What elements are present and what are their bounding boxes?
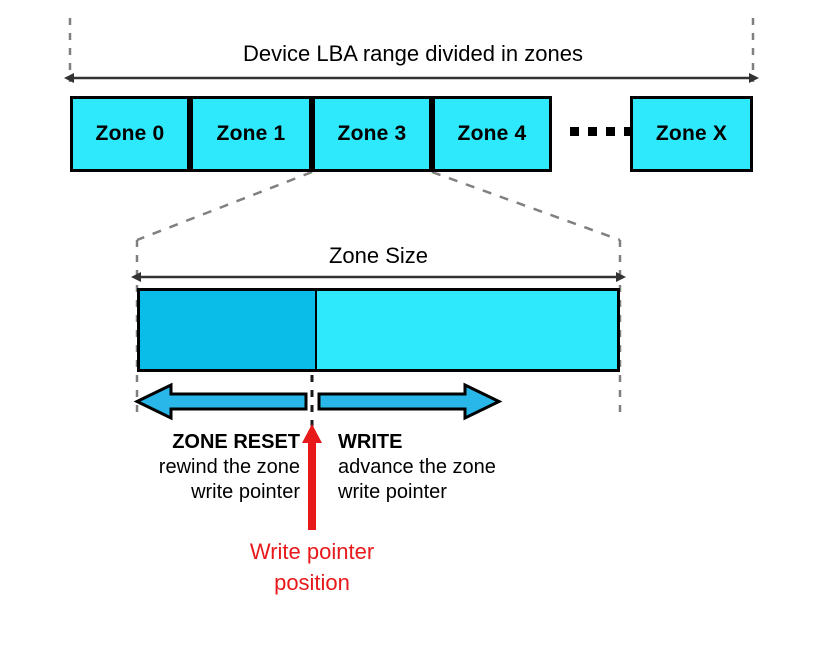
zone-reset-line-1: rewind the zone	[158, 456, 300, 478]
zone-box-label: Zone X	[655, 122, 728, 145]
zone-box-1[interactable]: Zone 1	[190, 96, 312, 172]
zone-box-0[interactable]: Zone 0	[70, 96, 190, 172]
ellipsis-dot	[624, 127, 633, 136]
zone-ellipsis-icon	[570, 127, 633, 136]
zone-reset-heading: ZONE RESET	[172, 431, 300, 453]
write-pointer-label-line-1: Write pointer	[249, 539, 375, 564]
zone-box-x[interactable]: Zone X	[630, 96, 753, 172]
write-pointer-label-line-2: position	[274, 570, 350, 595]
zone-box-label: Zone 0	[95, 122, 165, 145]
ellipsis-dot	[570, 127, 579, 136]
write-annotation: WRITE advance the zone write pointer	[338, 430, 638, 505]
zone-size-label: Zone Size	[328, 243, 429, 268]
write-line-1: advance the zone	[338, 456, 496, 478]
zone-box-label: Zone 3	[337, 122, 407, 145]
callout-line-left	[136, 170, 313, 242]
write-arrow	[317, 382, 503, 421]
ellipsis-dot	[606, 127, 615, 136]
zone-unwritten-segment	[317, 291, 617, 369]
ellipsis-dot	[588, 127, 597, 136]
lba-range-title: Device LBA range divided in zones	[243, 41, 583, 66]
zone-reset-arrow	[133, 382, 308, 421]
zone-written-segment	[140, 291, 317, 369]
zone-box-4[interactable]: Zone 4	[432, 96, 552, 172]
zone-box-label: Zone 1	[216, 122, 286, 145]
write-pointer-label: Write pointer position	[152, 536, 472, 598]
write-line-2: write pointer	[338, 481, 447, 503]
write-pointer-arrow	[302, 424, 322, 530]
zone-detail-bar	[137, 288, 620, 372]
write-heading: WRITE	[338, 431, 403, 453]
zone-reset-line-2: write pointer	[191, 481, 300, 503]
zone-box-3[interactable]: Zone 3	[312, 96, 432, 172]
callout-line-right	[431, 170, 621, 242]
zone-box-label: Zone 4	[457, 122, 527, 145]
zone-reset-annotation: ZONE RESET rewind the zone write pointer	[0, 430, 300, 505]
